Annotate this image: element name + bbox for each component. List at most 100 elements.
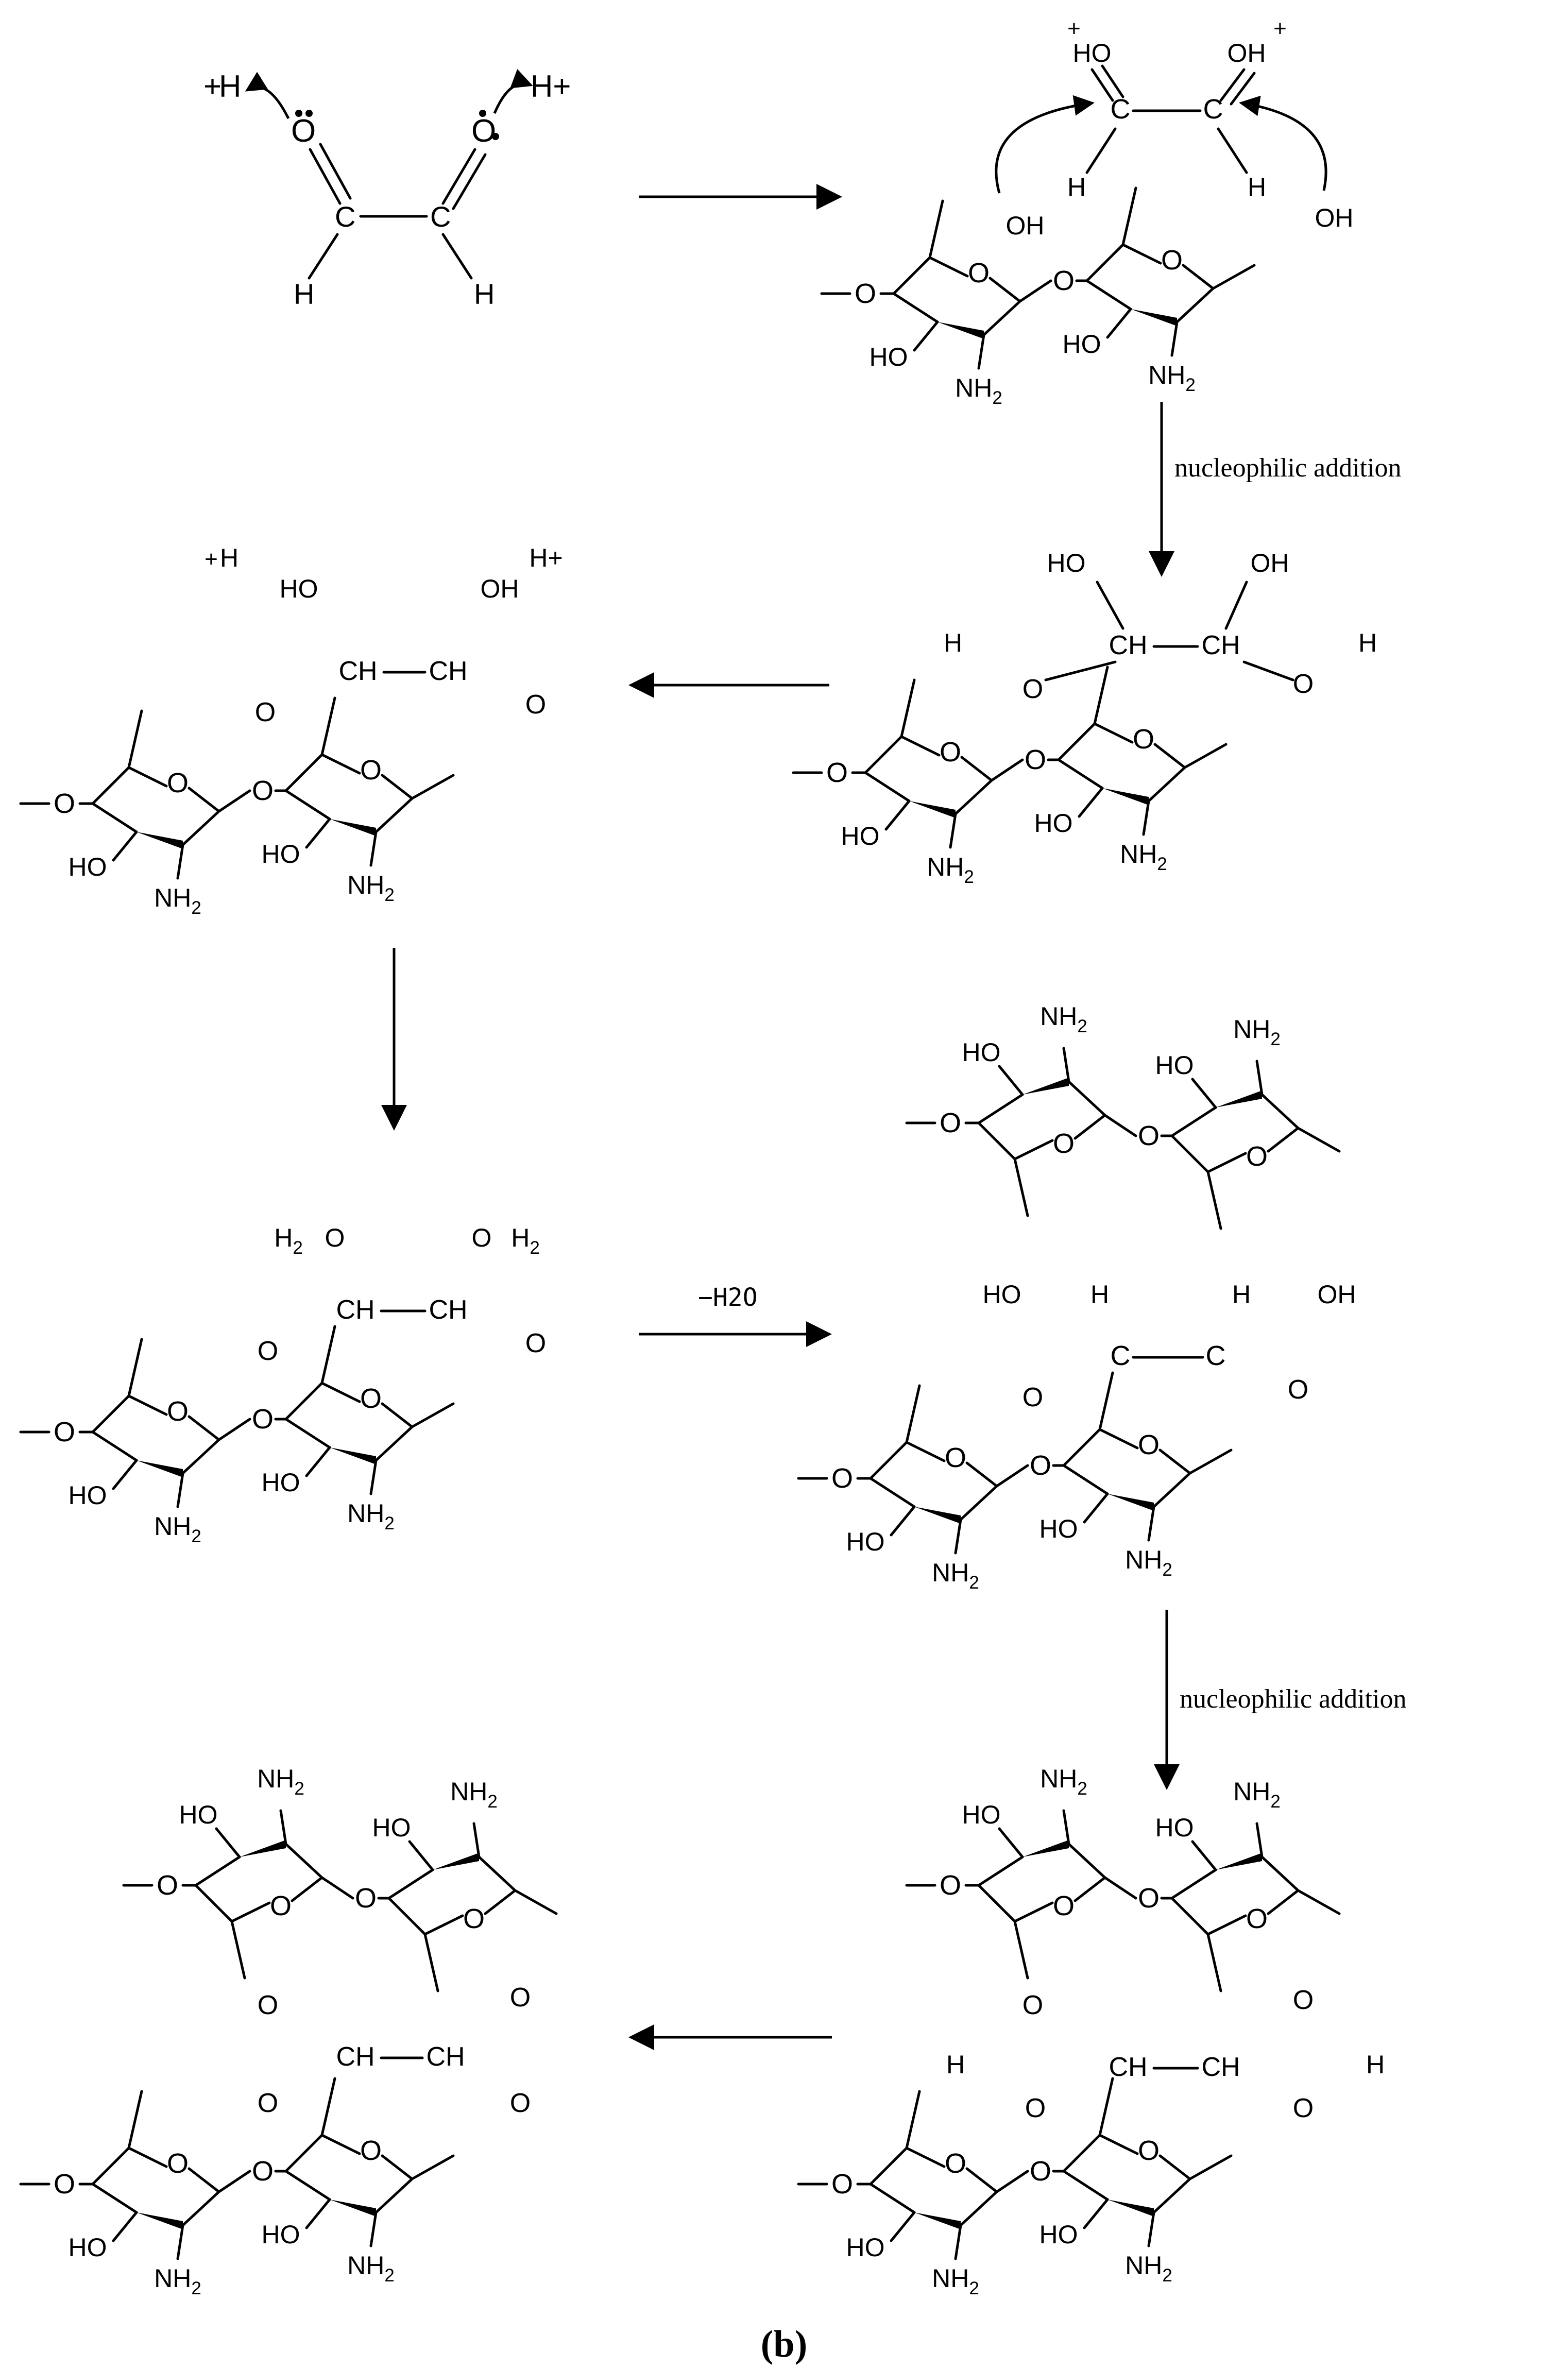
nh2-bond: [1147, 2211, 1155, 2247]
ring-bond: [965, 2167, 998, 2193]
wedge-bond: [938, 322, 984, 339]
ring-bond: [381, 1402, 414, 1428]
hydroxyl-label: HO: [262, 2220, 300, 2249]
ether-oxygen: O: [525, 690, 546, 720]
glycosidic-bond: [320, 1876, 354, 1900]
ring-bond: [188, 1415, 220, 1441]
oh-bond: [112, 830, 138, 862]
nh2-bond: [1142, 799, 1150, 836]
amine-label: NH2: [1233, 1015, 1281, 1049]
nh2-bond: [279, 1809, 287, 1846]
glycosidic-oxygen: O: [1138, 1883, 1160, 1914]
h-label: H: [220, 543, 238, 572]
carbonyl-oxygen-left: O: [291, 113, 316, 149]
ring-oxygen: O: [1138, 1429, 1160, 1460]
ring-oxygen: O: [945, 1442, 966, 1473]
wedge-bond: [330, 819, 376, 836]
glycosidic-oxygen: O: [826, 757, 848, 788]
nh2-bond: [954, 2224, 962, 2260]
ring-bond: [959, 2190, 998, 2227]
ring-bond: [1085, 279, 1132, 311]
wedge-bond: [433, 1853, 479, 1870]
ring-oxygen: O: [1161, 245, 1183, 276]
ch2-bond: [127, 1338, 143, 1397]
glycosidic-oxygen: O: [1030, 1450, 1051, 1481]
glycosidic-oxygen: O: [855, 278, 876, 309]
nh2-bond: [1147, 1505, 1155, 1542]
c-o-double-bond: [441, 148, 476, 205]
ring-bond: [1170, 1868, 1217, 1900]
oh-bond: [215, 1827, 241, 1859]
ch2-bond: [1013, 1157, 1029, 1217]
c-o-bond: [1224, 581, 1248, 630]
ring-bond: [892, 256, 931, 295]
ring-bond: [1267, 1127, 1300, 1153]
oh-bond: [890, 2211, 916, 2242]
oh-label: OH: [1315, 203, 1354, 232]
ring-oxygen: O: [167, 768, 189, 798]
h-label: H: [1090, 1280, 1109, 1309]
ring-bond: [1057, 758, 1104, 790]
glycosidic-bond: [990, 758, 1024, 782]
oxonium-oxygen: O: [325, 1223, 345, 1252]
aldehyde-carbon-left: C: [335, 200, 355, 233]
ether-oxygen: O: [258, 1336, 278, 1366]
wedge-bond: [330, 1447, 376, 1464]
panel-label: (b): [761, 2323, 807, 2365]
glycosidic-oxygen: O: [54, 1417, 75, 1447]
ring-bond: [928, 256, 969, 278]
oh-label: HO: [1073, 39, 1112, 67]
amine-label: NH2: [1120, 840, 1167, 874]
oh-bond: [1191, 1840, 1217, 1871]
ring-bond: [127, 2146, 168, 2168]
hydroxyl-label: HO: [846, 2233, 885, 2262]
glycosidic-oxygen: O: [1025, 744, 1046, 775]
oh-label: HO: [1047, 549, 1086, 577]
nh2-bond: [369, 1459, 378, 1495]
ring-bond: [1147, 766, 1186, 803]
glycosidic-bond: [995, 1464, 1029, 1488]
attack-arrow: [1239, 95, 1327, 191]
ether-oxygen: O: [258, 1990, 278, 2020]
h-label: H: [946, 2050, 965, 2079]
ch2-bond: [1121, 186, 1137, 246]
ring-bond: [1085, 243, 1124, 282]
nh2-bond: [176, 843, 184, 880]
hydroxyl-label: HO: [962, 1038, 1001, 1067]
ring-bond: [1062, 2134, 1101, 2173]
glycosidic-oxygen: O: [831, 2169, 853, 2200]
oh-bond: [998, 1065, 1024, 1096]
glycosidic-bond: [217, 789, 251, 813]
ring-bond: [1013, 1139, 1054, 1161]
ch2-bond: [320, 2077, 336, 2137]
nh2-bond: [1255, 1060, 1264, 1096]
nh2-bond: [949, 812, 957, 849]
ring-bond: [1170, 1134, 1209, 1173]
ether-oxygen: O: [1025, 2093, 1046, 2123]
ring-bond: [892, 292, 939, 323]
ring-bond: [284, 1843, 323, 1879]
ring-bond: [977, 1884, 1016, 1923]
h-label: H: [1232, 1280, 1251, 1309]
ring-oxygen: O: [1053, 1128, 1075, 1159]
ring-bond: [284, 2134, 323, 2173]
ring-bond: [1206, 1152, 1247, 1173]
amine-label: NH2: [450, 1777, 498, 1812]
charge: +: [1067, 16, 1081, 41]
nh2-bond: [1170, 320, 1179, 357]
wedge-bond: [1107, 2200, 1154, 2217]
ring-bond: [869, 1441, 908, 1480]
c-o-double-bond: [1101, 64, 1124, 98]
nh2-bond: [369, 2211, 378, 2247]
ring-bond: [864, 735, 903, 774]
c-o-double-bond: [1230, 72, 1256, 106]
nh2-bond: [954, 1518, 962, 1555]
ring-bond: [194, 1884, 233, 1923]
amine-label: NH2: [154, 2264, 201, 2298]
attack-arrow: [995, 95, 1095, 194]
oxonium-oxygen: O: [1293, 1985, 1314, 2015]
glyoxal-protonation: + H O O H+ C C H H: [203, 69, 571, 310]
oh-bond: [112, 1459, 138, 1490]
wedge-bond: [1131, 309, 1177, 326]
